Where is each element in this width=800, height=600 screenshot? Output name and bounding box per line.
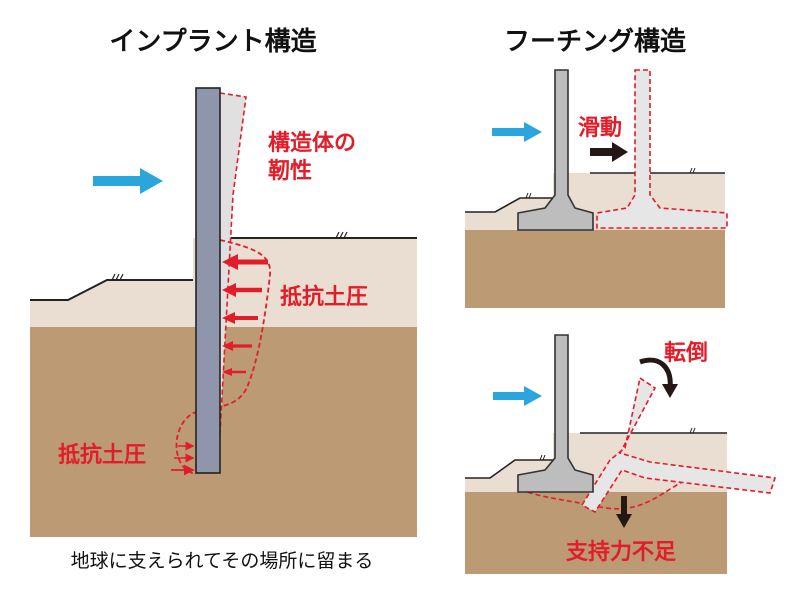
curved-arrow-icon [639, 357, 678, 398]
wall-pile [195, 87, 221, 474]
label-bearing: 支持力不足 [566, 540, 676, 565]
label-sliding: 滑動 [578, 116, 622, 141]
earth-pressure-distribution-curve [175, 239, 271, 475]
displaced-wall-outline [596, 69, 728, 229]
label-structure-line1: 構造体の [268, 130, 356, 156]
lower-resistance-arrows [171, 441, 195, 476]
grass-tuft [689, 427, 696, 434]
left-caption: 地球に支えられてその場所に留まる [71, 550, 374, 572]
footing-wall [517, 334, 594, 493]
left-title: インプラント構造 [109, 27, 316, 57]
grass-tuft [335, 231, 348, 239]
left-arrow-icon [222, 341, 252, 351]
right-title: フーチング構造 [504, 27, 686, 57]
right-arrow-icon [590, 142, 628, 162]
right-panel: フーチング構造 滑動 [465, 27, 777, 574]
sliding-diagram: 滑動 [465, 69, 728, 308]
overturn-ground-line [465, 432, 727, 479]
earth-pressure-arrows [222, 254, 268, 376]
right-arrow-icon [93, 168, 163, 194]
right-arrow-icon [493, 386, 542, 406]
label-resistance-upper: 抵抗土圧 [280, 284, 368, 310]
overturning-diagram: 転倒 支持力不足 [465, 334, 777, 574]
grass-tuft [689, 167, 696, 174]
left-ground-line [30, 237, 417, 301]
label-structure-line2: 靭性 [268, 159, 312, 184]
sliding-soil-dark-layer [465, 230, 725, 308]
left-arrow-icon [222, 312, 258, 324]
right-arrow-icon [492, 122, 542, 142]
sliding-ground-line [465, 172, 725, 213]
left-arrow-icon [222, 254, 268, 270]
grass-tuft [111, 273, 124, 281]
left-panel: インプラント構造 [30, 27, 417, 572]
label-resistance-lower: 抵抗土圧 [58, 442, 146, 468]
tilted-wall-outline [580, 376, 777, 514]
left-arrow-icon [222, 368, 246, 376]
footing-wall [517, 69, 594, 231]
left-arrow-icon [222, 283, 262, 297]
grass-tuft [539, 454, 546, 461]
label-overturning: 転倒 [664, 340, 708, 366]
down-arrow-icon [616, 496, 632, 528]
grass-tuft [525, 192, 532, 199]
